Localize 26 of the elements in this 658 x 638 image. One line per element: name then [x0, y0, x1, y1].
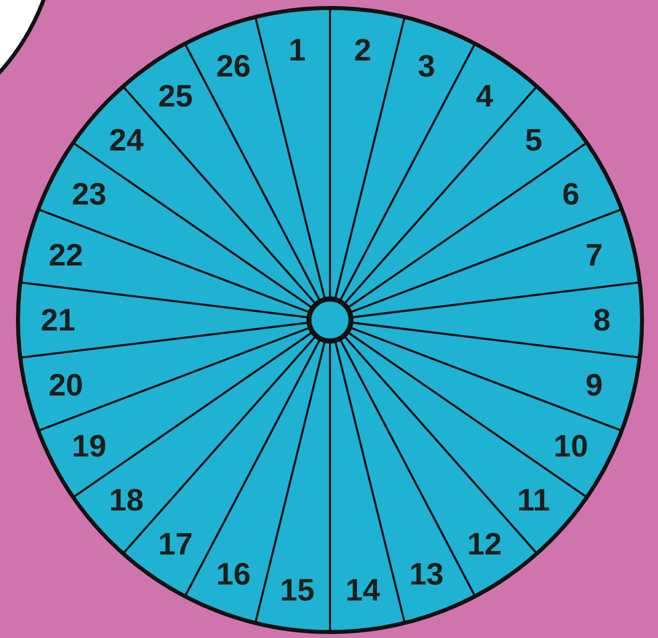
segment-number: 23	[72, 178, 106, 210]
segment-number: 19	[72, 430, 106, 462]
segment-number: 13	[409, 558, 444, 590]
segment-number: 8	[593, 304, 611, 336]
segment-number: 5	[524, 124, 542, 156]
segment-number: 6	[562, 178, 580, 210]
segment-number: 1	[288, 34, 306, 66]
segment-number: 17	[158, 528, 193, 560]
segment-number: 2	[354, 34, 372, 66]
segment-number: 18	[109, 484, 144, 516]
segment-number: 16	[216, 558, 251, 590]
segment-number: 7	[585, 239, 603, 270]
segment-number: 12	[467, 528, 502, 560]
segment-number: 10	[554, 430, 588, 462]
segment-number: 22	[48, 239, 84, 270]
segment-number: 11	[517, 484, 550, 516]
segment-number: 9	[585, 370, 603, 401]
segment-number: 24	[109, 124, 144, 156]
segment-number: 3	[418, 50, 436, 82]
segment-number: 25	[158, 80, 193, 112]
segment-number: 26	[216, 50, 251, 82]
segment-number: 21	[40, 304, 76, 336]
segment-number: 15	[280, 574, 314, 606]
segment-number: 14	[346, 574, 380, 606]
segment-number: 20	[48, 370, 84, 401]
segment-number: 4	[476, 80, 494, 112]
